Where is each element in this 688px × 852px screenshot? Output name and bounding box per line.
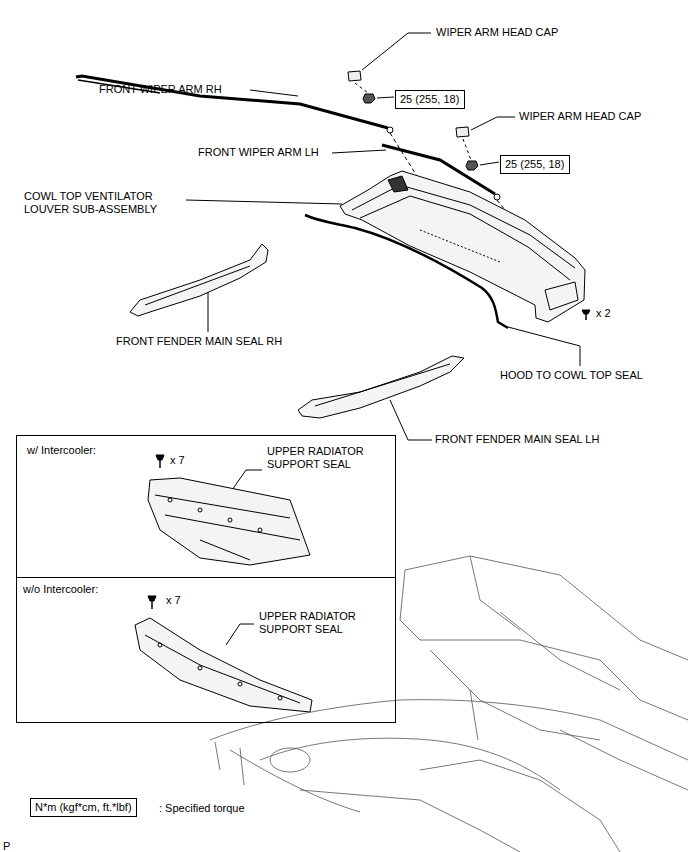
wiper-cap [348,71,361,81]
part-label: UPPER RADIATOR SUPPORT SEAL [267,445,392,471]
legend-text: : Specified torque [159,802,245,815]
box-text: 25 (255, 18) [400,93,460,106]
part-label: FRONT FENDER MAIN SEAL RH [116,335,282,348]
part-label: COWL TOP VENTILATOR LOUVER SUB-ASSEMBLY [24,190,184,216]
quantity-label: x 2 [596,307,611,320]
figure-code: P [3,840,10,852]
quantity-label: x 7 [170,454,185,467]
part-label: WIPER ARM HEAD CAP [519,110,641,123]
box-text: 25 (255, 18) [505,158,565,171]
radiator-seal [148,478,310,565]
part-label: FRONT WIPER ARM LH [198,146,319,159]
torque-box: 25 (255, 18) [500,155,570,174]
part-label: FRONT WIPER ARM RH [99,83,222,96]
box-text: N*m (kgf*cm, ft.*lbf) [35,801,132,814]
wiper-arm-rh [76,76,388,128]
nut [363,94,375,103]
part-label: UPPER RADIATOR SUPPORT SEAL [259,610,384,636]
part-label: HOOD TO COWL TOP SEAL [500,369,643,382]
hood-seal [305,215,508,328]
part-label: WIPER ARM HEAD CAP [436,26,558,39]
part-label: FRONT FENDER MAIN SEAL LH [435,433,599,446]
torque-box: 25 (255, 18) [395,90,465,109]
variant-heading: w/o Intercooler: [23,583,98,596]
variant-panel: w/o Intercooler: x 7 UPPER RADIATOR SUPPOR… [16,577,396,723]
variant-heading: w/ Intercooler: [27,444,96,457]
fender-seal-rh [130,244,268,316]
wiper-cap [456,127,469,137]
fender-seal-lh [298,356,464,418]
vehicle-sketch [210,556,688,852]
nut [466,161,478,170]
cowl-louver [340,171,585,322]
variant-panel: w/ Intercooler: x 7 UPPER RADIATOR SUPPORT… [16,435,396,578]
legend-unit-box: N*m (kgf*cm, ft.*lbf) [30,798,137,817]
quantity-label: x 7 [166,594,181,607]
